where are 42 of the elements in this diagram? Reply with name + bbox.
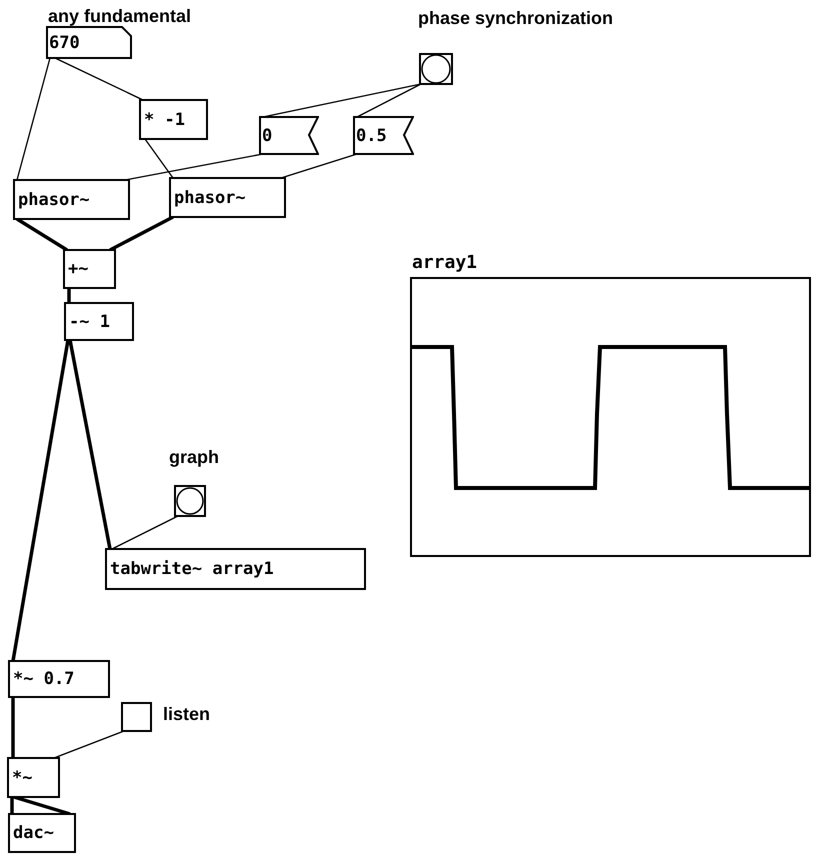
object-box	[139, 99, 208, 140]
object-box	[63, 249, 116, 289]
object-box	[169, 177, 286, 218]
object-text: *~ 0.7	[13, 669, 74, 689]
signal-connection	[11, 340, 70, 662]
signal-connection	[11, 697, 15, 758]
object-text: phasor~	[18, 190, 90, 210]
value-text: 0	[262, 126, 272, 146]
signal-connection	[68, 340, 112, 550]
object-text: +~	[68, 259, 88, 279]
object-box	[7, 757, 60, 798]
signal-connection	[16, 218, 68, 252]
message-box	[259, 116, 319, 155]
comment-label: any fundamental	[48, 6, 192, 27]
object-text: *~	[12, 768, 32, 788]
object-text: * -1	[144, 110, 185, 130]
value-text: 0.5	[356, 126, 387, 146]
object-text: dac~	[13, 823, 54, 843]
signal-connection	[109, 215, 174, 252]
object-box	[8, 813, 76, 853]
comment-label: listen	[163, 704, 210, 725]
value-text: 670	[49, 32, 80, 52]
object-box	[13, 179, 130, 220]
object-text: -~ 1	[69, 312, 110, 332]
object-text: phasor~	[174, 188, 246, 208]
control-connection	[144, 138, 174, 178]
control-connection	[16, 58, 51, 180]
object-box	[64, 302, 134, 341]
message-box	[353, 116, 414, 155]
object-text: tabwrite~ array1	[110, 559, 274, 579]
control-connection	[356, 83, 422, 118]
array-name: array1	[412, 252, 478, 273]
object-box	[105, 548, 366, 590]
control-connection	[280, 153, 358, 179]
control-connection	[112, 515, 178, 550]
control-connection	[54, 730, 124, 759]
signal-connection	[10, 797, 14, 814]
control-connection	[54, 57, 144, 101]
comment-label: graph	[169, 447, 220, 468]
comment-label: phase synchronization	[418, 8, 614, 29]
object-box	[8, 660, 110, 698]
signal-connection	[67, 288, 71, 303]
